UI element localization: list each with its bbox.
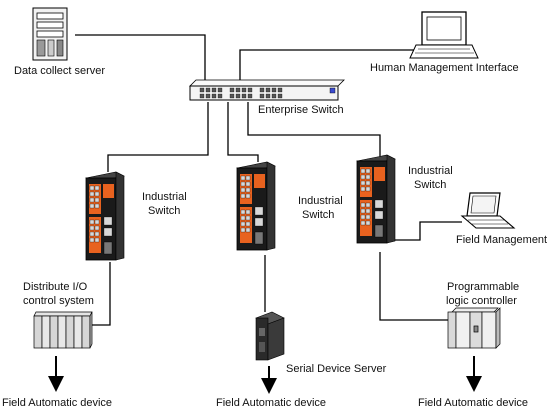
io-module-rack-icon <box>33 311 93 349</box>
field-automatic-device-left-label: Field Automatic device <box>2 397 112 409</box>
industrial-switch-left-icon <box>85 171 125 261</box>
plc-cabinet-icon <box>447 307 501 349</box>
desktop-computer-icon <box>409 11 479 59</box>
enterprise-switch-label: Enterprise Switch <box>258 104 344 116</box>
enterprise-switch-icon <box>189 79 345 101</box>
field-management-label: Field Management <box>456 234 547 246</box>
industrial-switch-right-label-line2: Switch <box>414 179 446 191</box>
industrial-switch-middle-icon <box>236 161 276 251</box>
field-automatic-device-middle-label: Field Automatic device <box>216 397 326 409</box>
plc-label-line1: Programmable <box>447 281 519 293</box>
server-icon <box>32 7 68 61</box>
industrial-switch-right-label-line1: Industrial <box>408 165 453 177</box>
link-enterprise-to-switch-left <box>107 102 209 172</box>
industrial-switch-left-label-line1: Industrial <box>142 191 187 203</box>
link-enterprise-to-switch-middle <box>227 102 259 162</box>
serial-device-server-label: Serial Device Server <box>286 363 387 375</box>
arrows <box>48 356 482 394</box>
connection-lines <box>75 34 462 326</box>
industrial-switch-middle-label-line1: Industrial <box>298 195 343 207</box>
distribute-io-label-line1: Distribute I/O <box>23 281 88 293</box>
link-enterprise-to-switch-right <box>247 102 381 157</box>
industrial-switch-middle-label-line2: Switch <box>302 209 334 221</box>
serial-device-server-icon <box>255 311 285 361</box>
link-left-switch-to-io <box>92 262 111 326</box>
industrial-switch-right-icon <box>356 154 396 244</box>
link-hmi-to-enterprise <box>239 49 415 82</box>
distribute-io-label-line2: control system <box>23 295 94 307</box>
link-right-switch-to-plc <box>379 252 448 321</box>
plc-label-line2: logic controller <box>446 295 517 307</box>
human-management-interface-label: Human Management Interface <box>370 62 519 74</box>
link-right-switch-to-laptop <box>395 221 462 241</box>
laptop-icon <box>460 192 516 229</box>
link-server-to-enterprise <box>75 34 206 82</box>
industrial-switch-left-label-line2: Switch <box>148 205 180 217</box>
field-automatic-device-right-label: Field Automatic device <box>418 397 528 409</box>
data-collect-server-label: Data collect server <box>14 65 105 77</box>
